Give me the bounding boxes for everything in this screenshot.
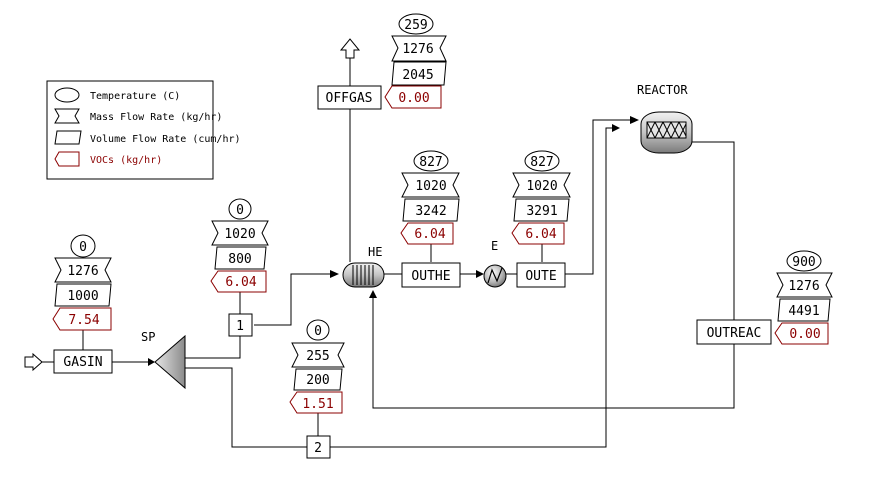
s1-temperature: 0 [236, 203, 244, 218]
stream-outreac[interactable]: OUTREAC [696, 319, 772, 345]
mass-flow-legend-symbol [54, 108, 80, 124]
stream-gasin[interactable]: GASIN [53, 349, 113, 374]
oute-volume-flow: 3291 [526, 204, 557, 219]
oute-temperature: 827 [530, 155, 553, 170]
stream-outhe-label: OUTHE [411, 269, 450, 284]
s2-vocs: 1.51 [302, 397, 333, 412]
flags-offgas: 259 1276 2045 0.00 [384, 13, 447, 109]
heat-exchanger-he-label: HE [368, 245, 382, 259]
legend: Temperature (C) Mass Flow Rate (kg/hr) V… [46, 80, 241, 180]
offgas-vocs: 0.00 [398, 91, 429, 106]
stream-gasin-label: GASIN [63, 355, 102, 370]
volume-flow-legend-symbol [54, 130, 82, 145]
outreac-volume-flow: 4491 [788, 304, 819, 319]
stream-outhe[interactable]: OUTHE [401, 262, 461, 288]
s2-mass-flow: 255 [306, 349, 329, 364]
s2-temperature: 0 [314, 324, 322, 339]
stream-oute[interactable]: OUTE [516, 262, 566, 288]
stream-2-label: 2 [314, 441, 322, 456]
s1-vocs: 6.04 [225, 275, 256, 290]
outhe-vocs: 6.04 [414, 227, 445, 242]
stream-1-label: 1 [236, 319, 244, 334]
outreac-temperature: 900 [792, 255, 815, 270]
splitter-sp[interactable]: SP [141, 330, 186, 390]
offgas-mass-flow: 1276 [402, 42, 433, 57]
flags-stream-1: 0 1020 800 6.04 [210, 198, 269, 293]
flags-gasin: 0 1276 1000 7.54 [52, 234, 112, 331]
outhe-mass-flow: 1020 [415, 179, 446, 194]
temperature-legend-symbol [54, 87, 80, 103]
gasin-vocs: 7.54 [68, 313, 99, 328]
gasin-volume-flow: 1000 [67, 289, 98, 304]
flags-oute: 827 1020 3291 6.04 [511, 150, 571, 245]
outhe-volume-flow: 3242 [415, 204, 446, 219]
product-arrow-icon[interactable] [339, 38, 361, 59]
pipes [24, 38, 805, 448]
stream-outreac-label: OUTREAC [707, 326, 762, 341]
oute-vocs: 6.04 [525, 227, 556, 242]
reactor[interactable]: REACTOR [637, 83, 693, 154]
flags-outreac: 900 1276 4491 0.00 [774, 250, 833, 345]
gasin-mass-flow: 1276 [67, 264, 98, 279]
legend-volume-flow: Volume Flow Rate (cum/hr) [90, 134, 241, 145]
legend-vocs: VOCs (kg/hr) [90, 155, 162, 166]
s1-mass-flow: 1020 [224, 227, 255, 242]
s1-volume-flow: 800 [228, 252, 251, 267]
legend-mass-flow: Mass Flow Rate (kg/hr) [90, 112, 222, 123]
outreac-mass-flow: 1276 [788, 279, 819, 294]
gasin-temperature: 0 [79, 240, 87, 255]
feed-arrow-icon[interactable] [24, 352, 43, 372]
offgas-volume-flow: 2045 [402, 68, 433, 83]
s2-volume-flow: 200 [306, 373, 329, 388]
stream-2[interactable]: 2 [306, 435, 331, 459]
outreac-vocs: 0.00 [789, 327, 820, 342]
heater-e-label: E [491, 239, 498, 253]
heat-exchanger-he[interactable]: HE [342, 245, 385, 288]
flags-outhe: 827 1020 3242 6.04 [400, 150, 460, 245]
vocs-legend-symbol [54, 151, 80, 167]
heater-e[interactable]: E [483, 239, 507, 288]
stream-1[interactable]: 1 [228, 313, 253, 337]
stream-offgas[interactable]: OFFGAS [317, 85, 382, 110]
oute-mass-flow: 1020 [526, 179, 557, 194]
reactor-label: REACTOR [637, 83, 688, 97]
offgas-temperature: 259 [404, 18, 427, 33]
stream-oute-label: OUTE [525, 269, 556, 284]
splitter-sp-label: SP [141, 330, 155, 344]
legend-temperature: Temperature (C) [90, 91, 180, 102]
flags-stream-2: 0 255 200 1.51 [289, 319, 345, 414]
outhe-temperature: 827 [419, 155, 442, 170]
stream-offgas-label: OFFGAS [326, 91, 373, 106]
